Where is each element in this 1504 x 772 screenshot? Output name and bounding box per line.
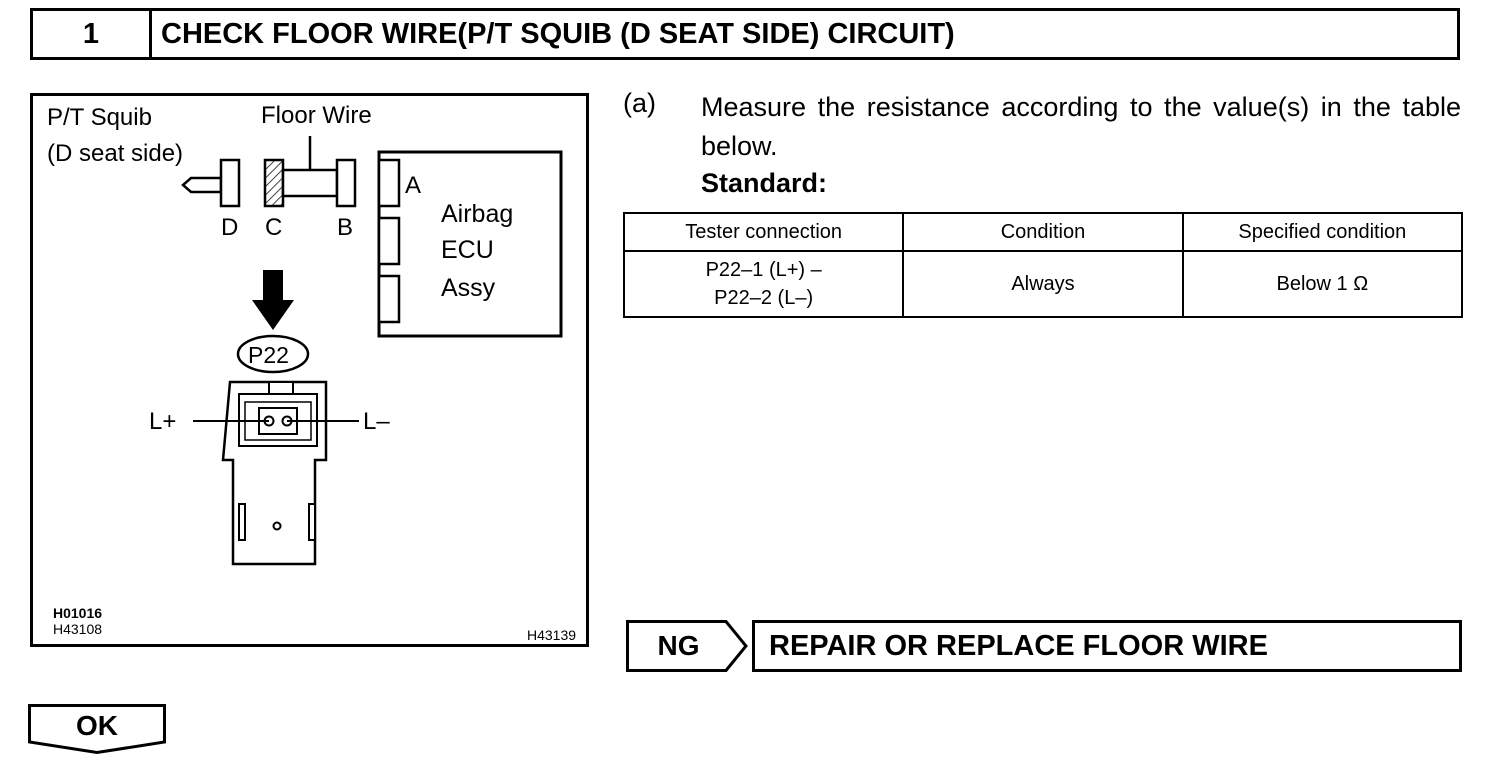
squib-lead xyxy=(181,176,223,194)
ok-box: OK xyxy=(28,704,166,754)
ecu-connector-2 xyxy=(377,216,401,266)
connector-id-label: P22 xyxy=(248,342,289,368)
ecu-connector-3 xyxy=(377,274,401,324)
step-header: 1 CHECK FLOOR WIRE(P/T SQUIB (D SEAT SID… xyxy=(30,8,1460,60)
instruction-text: Measure the resistance according to the … xyxy=(701,92,1461,161)
diagram-drawing xyxy=(181,136,563,566)
squib-side-label: (D seat side) xyxy=(47,140,184,167)
figure-code-2: H43108 xyxy=(53,621,103,637)
floor-wire-label: Floor Wire xyxy=(261,102,372,129)
cell-tester-connection: P22–1 (L+) – P22–2 (L–) xyxy=(622,250,905,318)
table-header-row: Tester connection Condition Specified co… xyxy=(622,212,1464,252)
ecu-connector-1 xyxy=(377,158,401,208)
connector-d-label: D xyxy=(221,214,239,241)
connector-c-label: C xyxy=(265,214,283,241)
figure-code-1: H01016 xyxy=(53,605,103,621)
p22-latch xyxy=(268,381,294,395)
ng-arrow-shape xyxy=(626,620,748,672)
header-specified-condition: Specified condition xyxy=(1181,212,1464,252)
header-tester-connection: Tester connection xyxy=(622,212,905,252)
p22-slot-left xyxy=(238,503,246,541)
ng-box: NG xyxy=(626,620,748,672)
connector-b-shape xyxy=(335,158,357,208)
p22-face-inner xyxy=(244,401,312,441)
connector-a-label: A xyxy=(405,172,422,199)
connection-line-2: P22–2 (L–) xyxy=(714,287,814,309)
ecu-label-line1: Airbag xyxy=(441,200,514,228)
step-number: 1 xyxy=(33,11,152,57)
p22-slot-right xyxy=(308,503,316,541)
p22-ellipse xyxy=(236,334,310,374)
figure-code-3: H43139 xyxy=(527,627,577,643)
ok-arrow-shape xyxy=(28,704,166,754)
spec-table: Tester connection Condition Specified co… xyxy=(622,212,1464,318)
connector-diagram: P/T Squib (D seat side) Floor Wire D C B… xyxy=(30,93,589,647)
connector-c-shape xyxy=(263,158,285,208)
step-marker: (a) xyxy=(623,88,656,118)
ng-label: NG xyxy=(657,630,700,661)
ecu-label-line2: ECU xyxy=(441,236,494,264)
ok-label: OK xyxy=(76,710,118,741)
squib-label: P/T Squib xyxy=(47,104,152,131)
standard-label: Standard: xyxy=(701,168,828,198)
floor-wire-body xyxy=(281,168,339,198)
header-condition: Condition xyxy=(902,212,1184,252)
cell-specified: Below 1 Ω xyxy=(1181,250,1464,318)
terminal-plus-label: L+ xyxy=(149,408,177,435)
down-arrow-icon xyxy=(252,270,294,330)
ng-result-box: REPAIR OR REPLACE FLOOR WIRE xyxy=(752,620,1462,672)
terminal-minus-label: L– xyxy=(363,408,390,435)
ecu-box xyxy=(377,150,563,338)
connector-b-label: B xyxy=(337,214,354,241)
step-title: CHECK FLOOR WIRE(P/T SQUIB (D SEAT SIDE)… xyxy=(161,17,955,50)
connection-line-1: P22–1 (L+) – xyxy=(705,259,822,281)
p22-hole xyxy=(272,521,282,531)
cell-condition: Always xyxy=(902,250,1184,318)
ecu-label-line3: Assy xyxy=(441,274,496,302)
connector-d-shape xyxy=(219,158,241,208)
table-row: P22–1 (L+) – P22–2 (L–) Always Below 1 Ω xyxy=(622,250,1464,318)
